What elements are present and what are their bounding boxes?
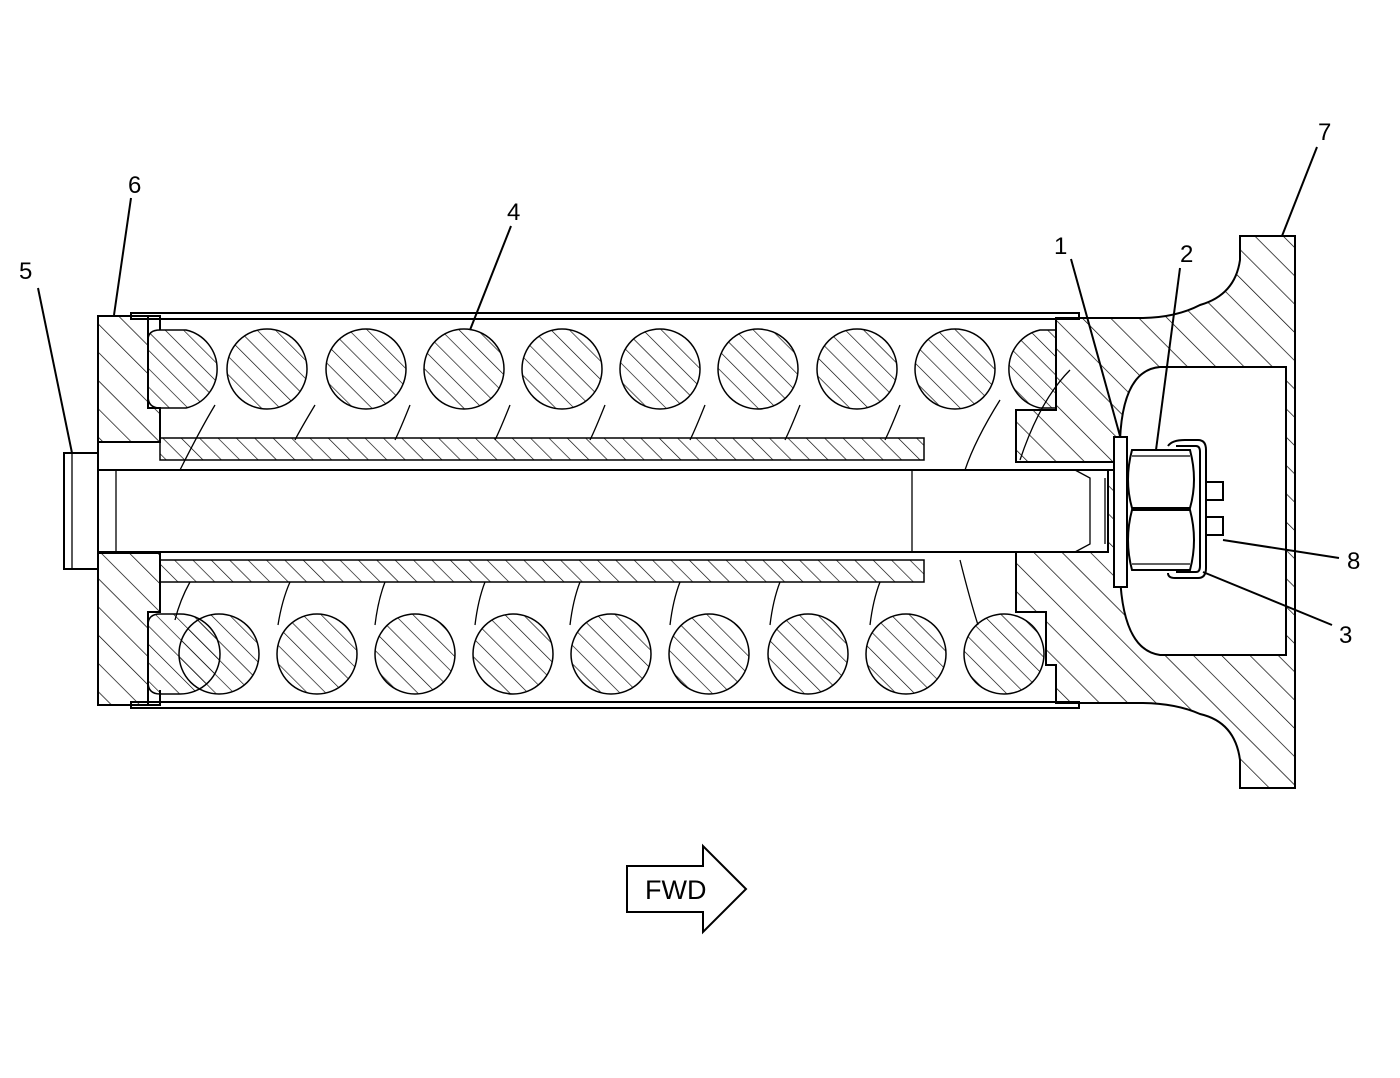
leader-line-8: [1222, 539, 1340, 559]
fwd-direction-arrow: FWD: [626, 843, 748, 935]
spring-coil-section: [816, 328, 898, 410]
leader-line-6: [113, 197, 132, 316]
spring-coil-section: [717, 328, 799, 410]
leader-line-3: [1202, 571, 1333, 626]
spring-coil-section: [570, 613, 652, 695]
nut-stack: [1127, 449, 1195, 571]
washer: [1113, 436, 1128, 588]
leader-line-5: [37, 287, 73, 454]
spring-coil-section: [619, 328, 701, 410]
callout-1: 1: [1054, 233, 1067, 260]
callout-3: 3: [1339, 622, 1352, 649]
spring-coil-section: [865, 613, 947, 695]
leader-line-4: [469, 225, 512, 331]
spring-coil-section: [472, 613, 554, 695]
spring-coil-section: [374, 613, 456, 695]
spring-coil-section: [521, 328, 603, 410]
spring-coil-section: [147, 329, 218, 409]
spring-coil-section: [325, 328, 407, 410]
spring-coil-section: [668, 613, 750, 695]
spring-coil-section: [226, 328, 308, 410]
spring-coil-section: [276, 613, 358, 695]
callout-2: 2: [1180, 241, 1193, 268]
callout-4: 4: [507, 199, 520, 226]
spring-coil-section: [423, 328, 505, 410]
spring-coil-section: [767, 613, 849, 695]
spring-coil-section: [1008, 329, 1057, 409]
spring-coil-section: [914, 328, 996, 410]
leader-line-7: [1281, 146, 1318, 237]
spring-coil-section: [963, 613, 1045, 695]
callout-5: 5: [19, 258, 32, 285]
callout-7: 7: [1318, 119, 1331, 146]
spring-coil-section: [178, 613, 260, 695]
leader-line-1: [1070, 258, 1121, 437]
inner-sleeve: [159, 437, 925, 583]
bolt-thread-end: [1205, 481, 1224, 536]
arrow-icon: [626, 843, 748, 935]
through-bolt: [97, 469, 1109, 553]
leader-lines: [37, 146, 1340, 626]
callout-8: 8: [1347, 548, 1360, 575]
bolt-head: [63, 452, 99, 570]
spring-coil-wraps: [174, 399, 1001, 626]
spring-coils: [147, 328, 1057, 695]
yoke-flange: [1015, 235, 1296, 789]
callout-labels: 1 2 3 4 5 6 7 8: [19, 119, 1360, 649]
fwd-label: FWD: [645, 875, 706, 905]
lock-retainer: [1167, 439, 1207, 579]
leader-line-2: [1155, 267, 1181, 451]
callout-6: 6: [128, 172, 141, 199]
